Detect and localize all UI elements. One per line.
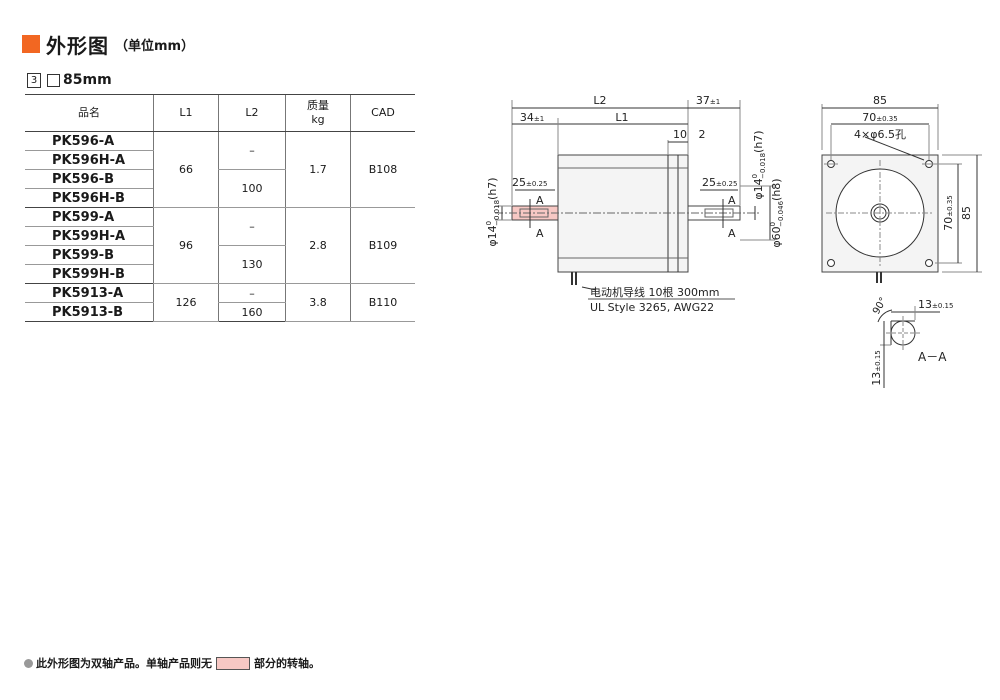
mount-hole bbox=[925, 259, 933, 267]
dim-25-right-text: 25±0.25 bbox=[702, 176, 737, 189]
table-row: PK596H-B bbox=[25, 188, 415, 208]
size-index: 3 bbox=[27, 72, 41, 88]
highlight-legend-box bbox=[216, 656, 250, 670]
dim-25-left-text: 25±0.25 bbox=[512, 176, 547, 189]
dim-2-text: 2 bbox=[699, 128, 706, 141]
table-row: PK5913-B 160 bbox=[25, 302, 415, 322]
motor-dimension-drawing: L2 37±1 34±1 L1 10 2 25±0.25 25±0.25 A A… bbox=[485, 94, 982, 388]
table-row: PK596-A 66 – 1.7 B108 bbox=[25, 131, 415, 208]
dim-13-h-text: 13±0.15 bbox=[918, 298, 953, 311]
footer-text-before: 此外形图为双轴产品。单轴产品则无 bbox=[36, 657, 212, 670]
dim-70-side-text: 70±0.35 bbox=[942, 195, 955, 230]
dim-85-side-text: 85 bbox=[960, 206, 973, 220]
header-name: 品名 bbox=[25, 94, 154, 132]
dim-10-text: 10 bbox=[673, 128, 687, 141]
dim-34-text: 34±1 bbox=[520, 111, 544, 124]
header-l1: L1 bbox=[153, 94, 219, 132]
lead-note-2: UL Style 3265, AWG22 bbox=[590, 301, 714, 314]
table-row: PK599H-B bbox=[25, 264, 415, 284]
table-row: PK596-B 100 bbox=[25, 169, 415, 208]
section-header: 外形图 （单位mm） bbox=[22, 33, 195, 58]
section-mark-4: A bbox=[728, 227, 736, 240]
dim-37-text: 37±1 bbox=[696, 94, 720, 107]
footer-text-after: 部分的转轴。 bbox=[254, 657, 320, 670]
dim-l2-text: L2 bbox=[593, 94, 606, 107]
table-row: PK599H-A bbox=[25, 226, 415, 246]
shaft-dia-right-text: φ140−0.018(h7) bbox=[751, 130, 767, 199]
pilot-dia-text: φ600−0.046(h8) bbox=[769, 178, 785, 247]
table-row: PK596H-A bbox=[25, 150, 415, 170]
bullet-icon bbox=[24, 658, 33, 668]
table-row: PK599-A 96 – 2.8 B109 bbox=[25, 207, 415, 284]
dim-l1-text: L1 bbox=[615, 111, 628, 124]
footer-note: 此外形图为双轴产品。单轴产品则无 部分的转轴。 bbox=[24, 655, 320, 671]
shaft-dia-left-text: φ140−0.018(h7) bbox=[485, 177, 501, 246]
header-l2: L2 bbox=[218, 94, 286, 132]
orange-marker-icon bbox=[22, 35, 40, 53]
holes-text: 4×φ6.5孔 bbox=[854, 128, 906, 141]
square-icon bbox=[47, 73, 60, 87]
page-title: 外形图 bbox=[46, 33, 109, 58]
table-row: PK5913-A 126 – 3.8 B110 bbox=[25, 283, 415, 322]
unit-note: （单位mm） bbox=[115, 38, 195, 54]
dim-70-top-text: 70±0.35 bbox=[862, 111, 897, 124]
size-label: 3 85mm bbox=[27, 72, 112, 88]
dim-13-v-text: 13±0.15 bbox=[870, 350, 883, 385]
mount-hole bbox=[827, 259, 835, 267]
angle-text: 90° bbox=[871, 296, 889, 317]
table-row: PK599-B 130 bbox=[25, 245, 415, 284]
section-mark-2: A bbox=[536, 227, 544, 240]
lead-note-1: 电动机导线 10根 300mm bbox=[590, 285, 719, 299]
size-value: 85mm bbox=[63, 72, 112, 88]
header-cad: CAD bbox=[350, 94, 415, 132]
section-mark-1: A bbox=[536, 194, 544, 207]
section-label: A－A bbox=[918, 350, 947, 364]
section-mark-3: A bbox=[728, 194, 736, 207]
dim-85-top-text: 85 bbox=[873, 94, 887, 107]
